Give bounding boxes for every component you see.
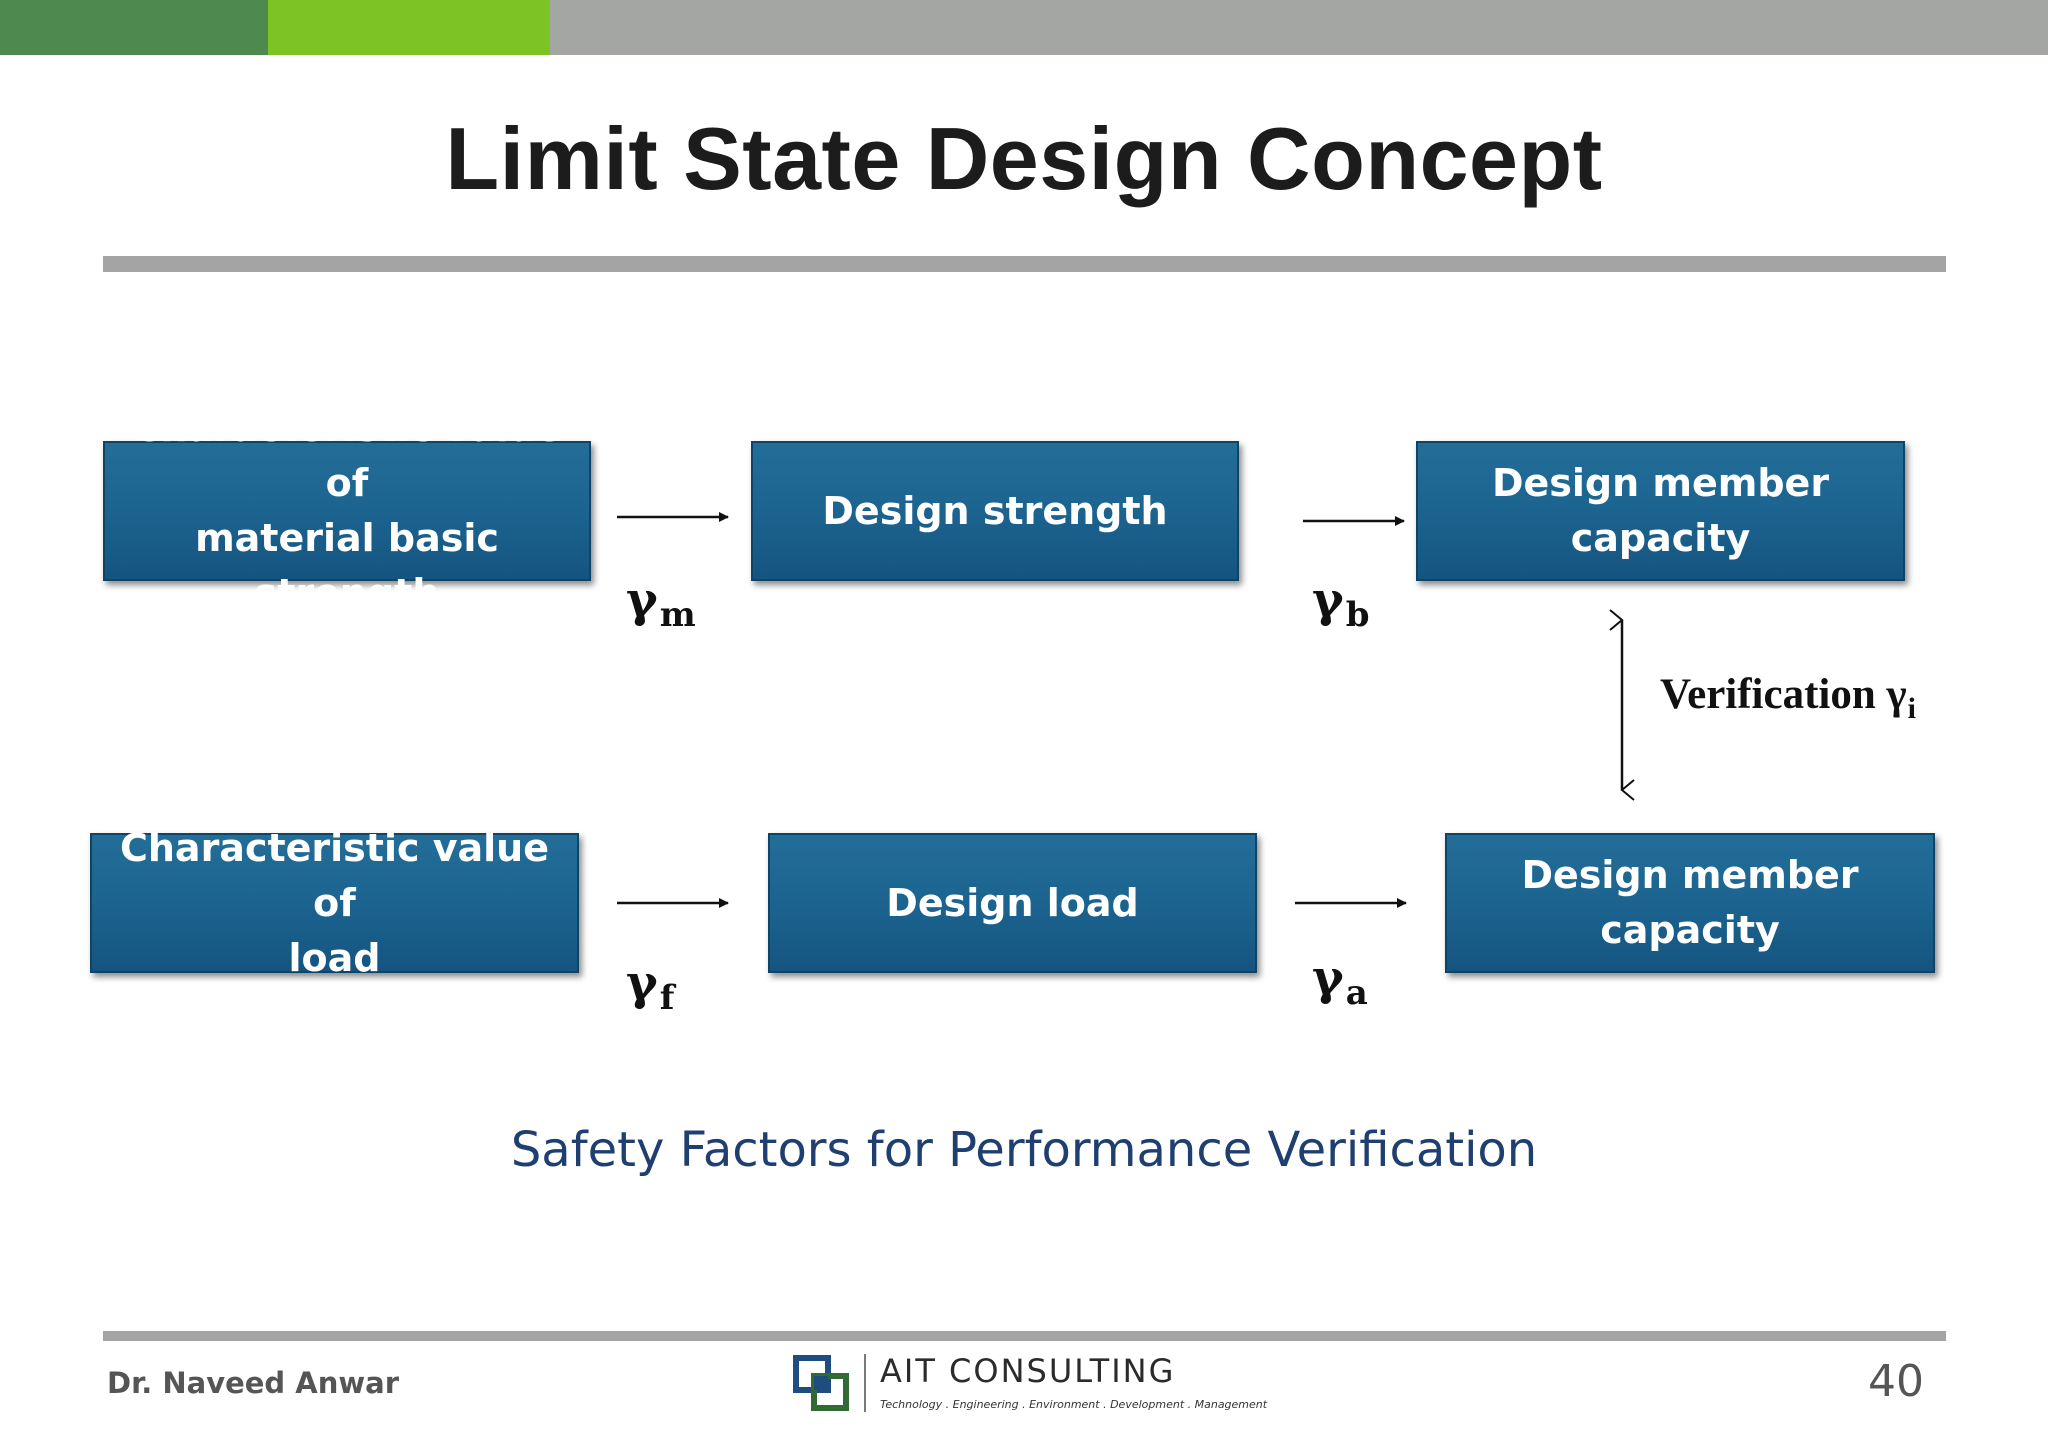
- factor-gamma-m: γm: [626, 572, 696, 635]
- accent-segment-light-green: [268, 0, 550, 55]
- accent-segment-gray: [550, 0, 2048, 55]
- top-accent-bar: [0, 0, 2048, 55]
- slide-title: Limit State Design Concept: [445, 109, 1603, 208]
- gamma-symbol: γ: [1312, 572, 1344, 628]
- box-line: capacity: [1570, 516, 1751, 560]
- characteristic-load-box: Characteristic value of load: [90, 826, 579, 980]
- design-member-capacity-box-bottom: Design member capacity: [1445, 833, 1935, 973]
- verification-label: Verification γi: [1660, 670, 1916, 726]
- box-line: Design member: [1491, 461, 1830, 505]
- gamma-subscript: b: [1345, 595, 1370, 635]
- box-line: material basic strength: [195, 516, 499, 615]
- design-member-capacity-box-top: Design member capacity: [1416, 441, 1905, 581]
- gamma-subscript: a: [1345, 973, 1368, 1013]
- gamma-subscript: m: [659, 595, 696, 635]
- design-load-box: Design load: [768, 833, 1257, 973]
- factor-gamma-b: γb: [1312, 572, 1369, 635]
- verification-text: Verification: [1660, 671, 1876, 718]
- title-divider: [103, 256, 1946, 272]
- box-line: Design member: [1521, 853, 1859, 897]
- box-line: Characteristic value of: [132, 406, 562, 505]
- accent-segment-dark-green: [0, 0, 268, 55]
- footer-divider: [103, 1331, 1946, 1341]
- footer-author: Dr. Naveed Anwar: [107, 1366, 400, 1400]
- gamma-subscript: f: [659, 978, 675, 1018]
- design-strength-box: Design strength: [751, 441, 1239, 581]
- logo-company-name: AIT CONSULTING: [880, 1352, 1176, 1390]
- logo-tagline: Technology . Engineering . Environment .…: [880, 1398, 1268, 1411]
- page-number: 40: [1868, 1356, 1924, 1407]
- interlocking-squares-icon: [793, 1355, 849, 1411]
- factor-gamma-f: γf: [626, 955, 674, 1018]
- box-line: Characteristic value of: [119, 825, 550, 925]
- gamma-symbol: γ: [626, 955, 658, 1011]
- characteristic-strength-box: Characteristic value of material basic s…: [103, 406, 591, 615]
- factor-gamma-a: γa: [1312, 950, 1368, 1013]
- gamma-subscript: i: [1907, 692, 1916, 725]
- box-line: capacity: [1600, 908, 1780, 952]
- box-line: load: [288, 935, 381, 980]
- slide-caption: Safety Factors for Performance Verificat…: [510, 1122, 1538, 1178]
- box-line: Design load: [886, 880, 1139, 925]
- gamma-symbol: γ: [1312, 950, 1344, 1006]
- gamma-symbol: γ: [626, 572, 658, 628]
- gamma-symbol: γ: [1886, 671, 1907, 718]
- box-line: Design strength: [822, 488, 1168, 533]
- company-logo: AIT CONSULTING Technology . Engineering …: [792, 1350, 1267, 1420]
- logo-separator: [864, 1354, 866, 1412]
